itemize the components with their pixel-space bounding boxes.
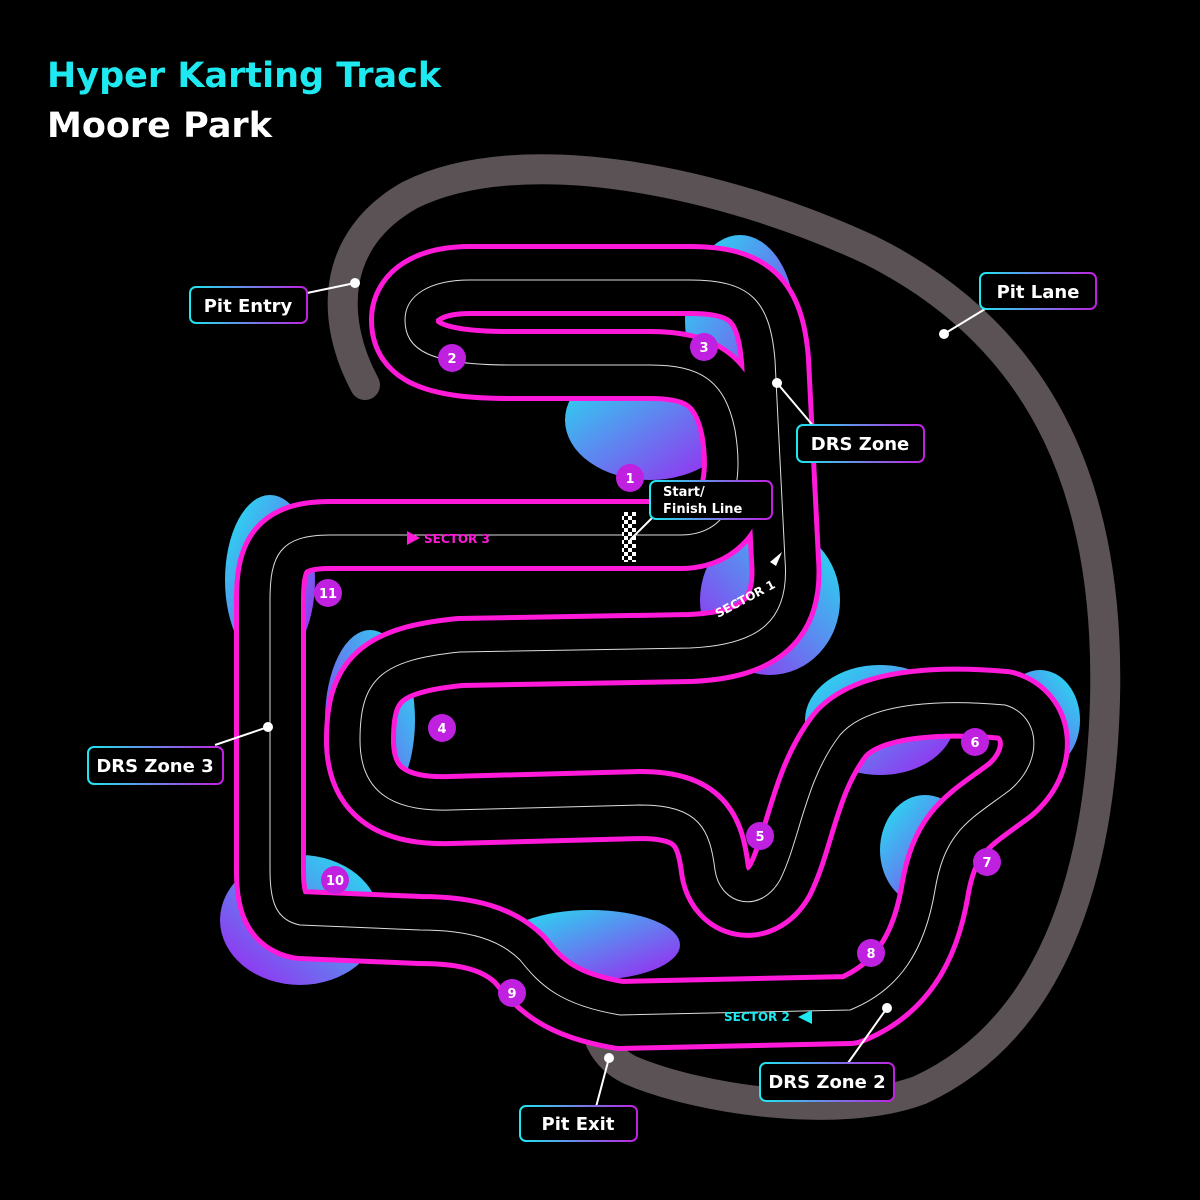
corner-markers: 1 2 3 4 5 6 7 8 9 10 11 [314,333,1001,1007]
svg-text:DRS Zone: DRS Zone [811,434,909,455]
svg-text:9: 9 [507,987,516,1002]
corner-11: 11 [314,579,342,607]
svg-text:Pit Entry: Pit Entry [204,296,293,317]
callout-drs-zone: DRS Zone [772,378,925,463]
callout-pit-lane: Pit Lane [939,272,1097,339]
svg-text:6: 6 [970,736,979,751]
svg-text:10: 10 [326,874,344,889]
sector-2-marker: SECTOR 2 [724,1010,812,1024]
corner-10: 10 [321,866,349,894]
svg-text:2: 2 [447,352,456,367]
callout-drs-zone-2: DRS Zone 2 [759,1003,895,1102]
track-title: Hyper Karting Track [47,56,442,96]
track-subtitle: Moore Park [47,106,272,146]
corner-4: 4 [428,714,456,742]
sector-2-label: SECTOR 2 [724,1010,790,1024]
corner-8: 8 [857,939,885,967]
callout-pit-exit: Pit Exit [519,1053,638,1142]
svg-text:8: 8 [866,947,875,962]
track-centerline [269,279,1035,1016]
start-finish-line [622,512,636,562]
corner-2: 2 [438,344,466,372]
callout-start-finish: Start/ Finish Line [629,480,773,541]
sector-3-label: SECTOR 3 [424,532,490,546]
sector-3-marker: SECTOR 3 [407,531,490,546]
corner-9: 9 [498,979,526,1007]
corner-1: 1 [616,464,644,492]
svg-text:5: 5 [755,830,764,845]
svg-text:DRS Zone 3: DRS Zone 3 [96,756,213,777]
svg-text:DRS Zone 2: DRS Zone 2 [768,1072,885,1093]
svg-text:11: 11 [319,587,337,602]
corner-6: 6 [961,728,989,756]
corner-5: 5 [746,822,774,850]
svg-text:Start/: Start/ [663,485,705,500]
callout-drs-zone-3: DRS Zone 3 [87,722,273,785]
svg-text:7: 7 [982,856,991,871]
svg-text:Finish Line: Finish Line [663,502,743,517]
svg-text:Pit Exit: Pit Exit [542,1114,615,1135]
track-inner [239,249,1065,1046]
corner-7: 7 [973,848,1001,876]
svg-text:3: 3 [699,341,708,356]
svg-text:1: 1 [625,472,634,487]
svg-text:4: 4 [437,722,446,737]
callout-pit-entry: Pit Entry [189,278,360,324]
corner-3: 3 [690,333,718,361]
svg-text:Pit Lane: Pit Lane [997,282,1080,303]
